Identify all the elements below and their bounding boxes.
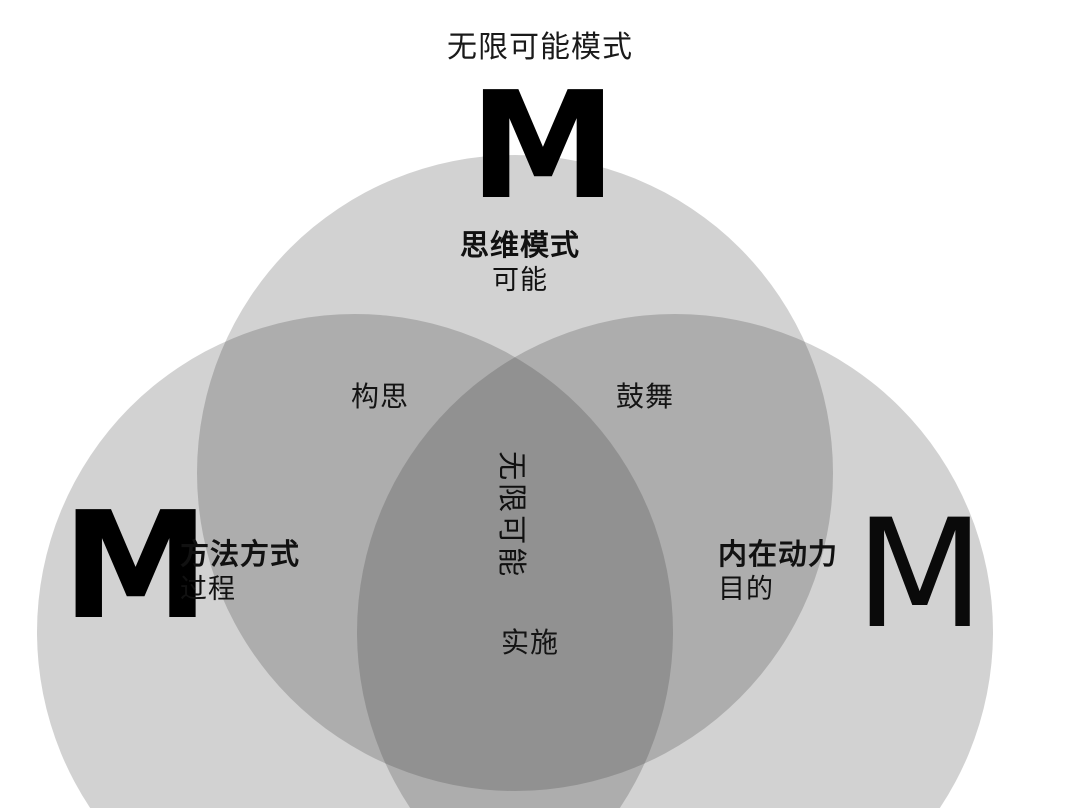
- circle-label-motive: 内在动力 目的: [718, 537, 908, 606]
- letter-m-left: M: [62, 480, 209, 652]
- circle-label-mindset-subtitle: 可能: [492, 265, 548, 297]
- circle-label-mindset-title: 思维模式: [459, 228, 580, 262]
- circle-label-motive-subtitle: 目的: [718, 574, 774, 606]
- circle-label-mindset: 思维模式 可能: [350, 228, 690, 297]
- overlap-label-center-text: 无限可能: [495, 451, 530, 580]
- overlap-label-center: 无限可能: [452, 426, 572, 606]
- letter-m-right: M: [855, 488, 984, 662]
- circle-label-method-title: 方法方式: [180, 537, 301, 571]
- circle-label-motive-title: 内在动力: [718, 537, 839, 571]
- overlap-label-conceive: 构思: [350, 380, 409, 413]
- page-title: 无限可能模式: [447, 30, 633, 65]
- circle-label-method-subtitle: 过程: [180, 574, 236, 606]
- overlap-label-implement: 实施: [500, 626, 559, 659]
- overlap-label-inspire: 鼓舞: [615, 380, 674, 413]
- letter-m-top: M: [469, 60, 616, 232]
- circle-label-method: 方法方式 过程: [180, 537, 380, 606]
